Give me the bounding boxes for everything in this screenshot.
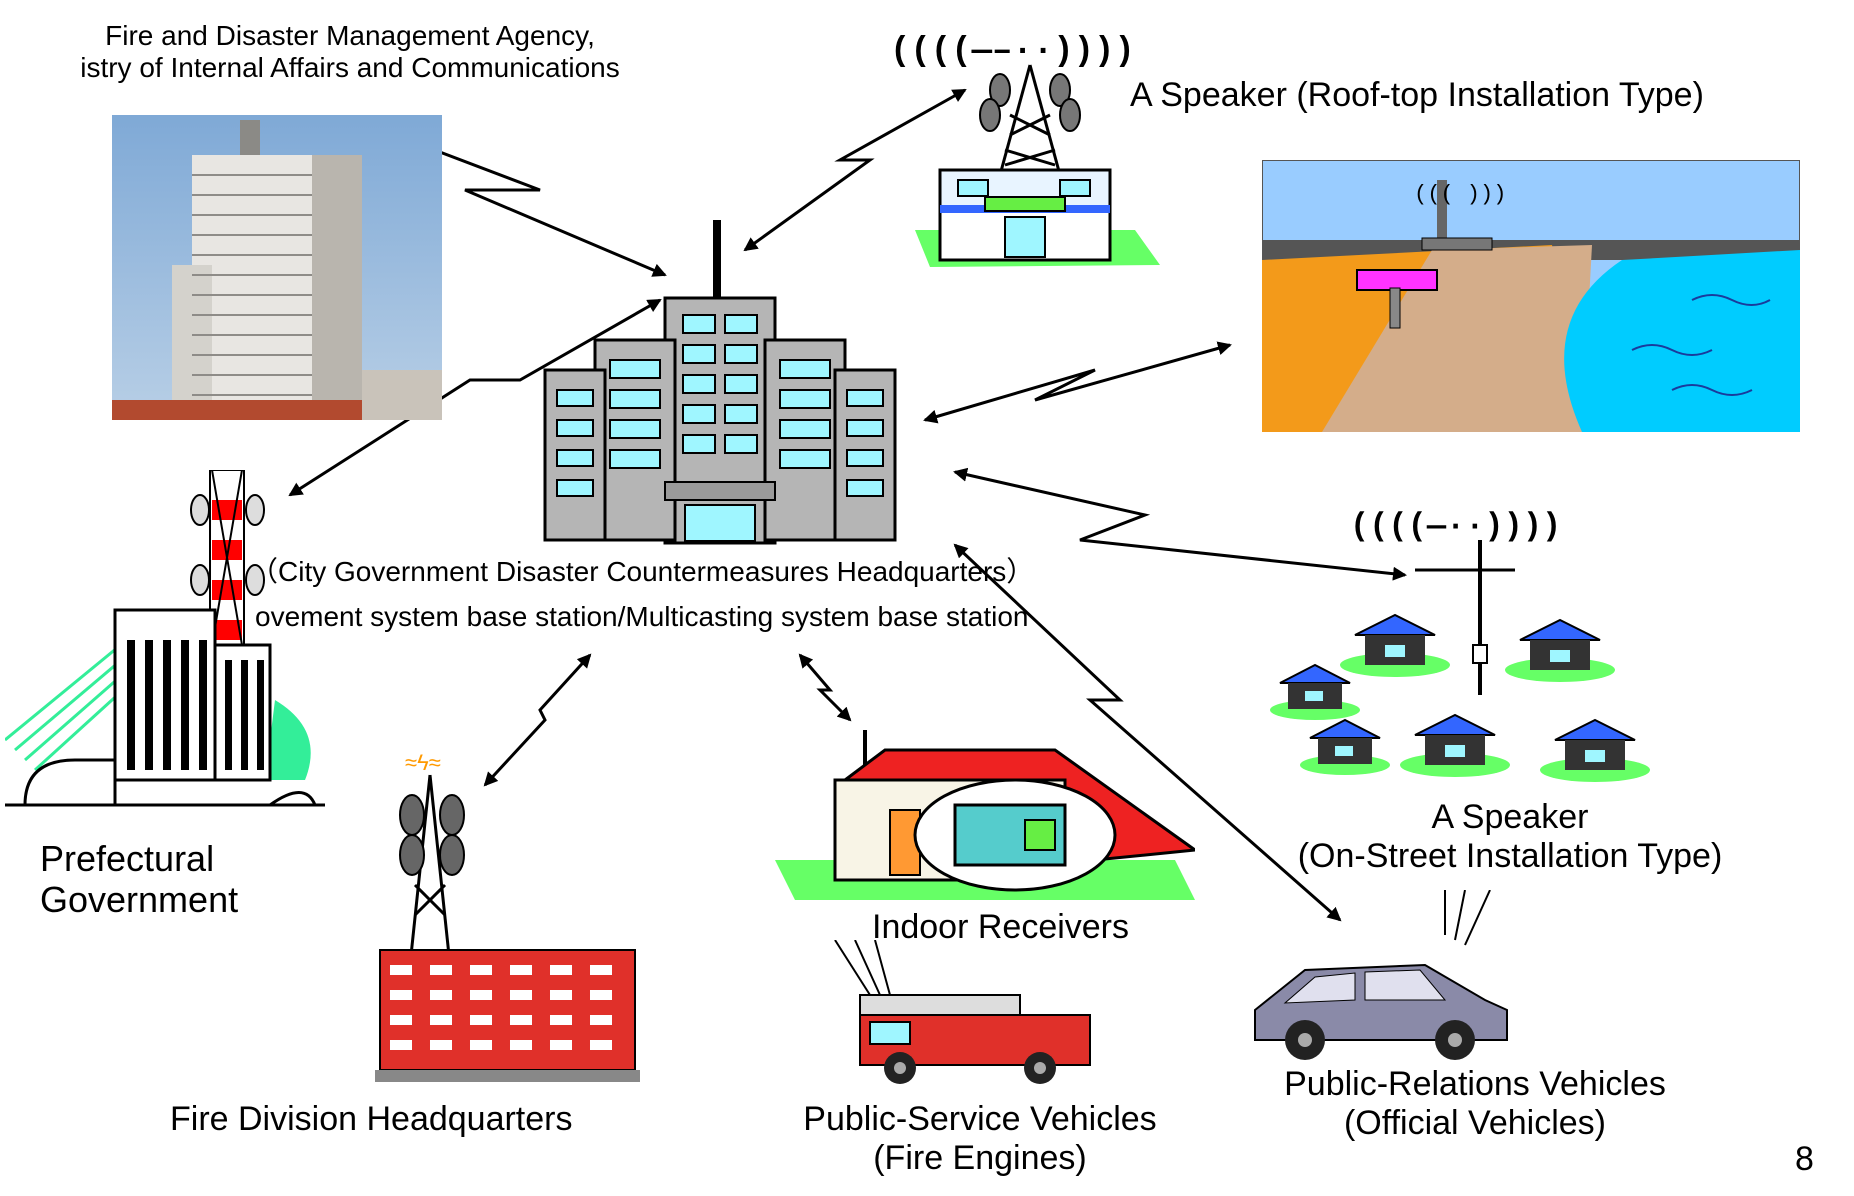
hq-label-line2: ovement system base station/Multicasting… (255, 601, 1029, 632)
prefecture-label: Prefectural Government (40, 838, 238, 921)
fdma-label-line2: istry of Internal Affairs and Communicat… (80, 52, 620, 84)
broadcast-lines-icon (1444, 890, 1491, 946)
pr-vehicle-car (1254, 963, 1508, 1060)
link-beach-speaker (923, 341, 1232, 424)
street-speaker-label-line1: A Speaker (1431, 798, 1589, 836)
link-indoor (798, 653, 852, 722)
fdma-label: Fire and Disaster Management Agency, ist… (0, 20, 700, 84)
city-hq-building (543, 220, 897, 545)
link-pr-vehicles (953, 543, 1342, 922)
fire-engine (834, 940, 1091, 1084)
pr-vehicles-label-line2: (Official Vehicles) (1343, 1104, 1607, 1143)
link-fire-hq (483, 653, 592, 787)
public-service-label-line2: (Fire Engines) (873, 1139, 1087, 1178)
roof-speaker-label: A Speaker (Roof-top Installation Type) (1130, 76, 1704, 114)
street-speaker-neighborhood: ((((—··)))) (1270, 508, 1650, 782)
fire-hq-label: Fire Division Headquarters (170, 1100, 573, 1138)
beach-speaker-scene: ((( ))) (1262, 160, 1800, 432)
pr-vehicles-label-line1: Public-Relations Vehicles (1284, 1065, 1666, 1103)
prefecture-label-line1: Prefectural (40, 838, 215, 879)
prefectural-building (5, 470, 325, 807)
fdma-building-photo (112, 115, 442, 420)
fire-division-hq-building: ≈ϟ≈ (375, 750, 640, 1082)
sound-wave-icon: ((((—–··)))) (890, 33, 1135, 71)
hq-label-line1: （City Government Disaster Countermeasure… (250, 556, 1035, 587)
street-speaker-label: A Speaker (On-Street Installation Type) (1240, 798, 1780, 876)
prefecture-label-line2: Government (40, 879, 239, 921)
street-speaker-label-line2: (On-Street Installation Type) (1297, 837, 1723, 876)
indoor-receiver-house (775, 730, 1195, 900)
indoor-receivers-label: Indoor Receivers (872, 908, 1130, 946)
signal-icon: ≈ϟ≈ (405, 750, 441, 775)
link-prefecture (288, 298, 662, 497)
public-service-label: Public-Service Vehicles (Fire Engines) (750, 1100, 1210, 1178)
fdma-label-line1: Fire and Disaster Management Agency, (105, 20, 595, 51)
public-service-label-line1: Public-Service Vehicles (803, 1100, 1157, 1138)
sound-wave-icon: ((((—··)))) (1350, 508, 1561, 545)
pr-vehicles-label: Public-Relations Vehicles (Official Vehi… (1205, 1065, 1745, 1143)
link-roof-speaker (743, 88, 967, 252)
page-number: 8 (1795, 1140, 1814, 1178)
sound-wave-icon: ((( ))) (1414, 182, 1506, 207)
link-fdma (393, 132, 667, 277)
roof-speaker-station: ((((—–··)))) (890, 33, 1160, 267)
house-icons (1270, 613, 1650, 782)
